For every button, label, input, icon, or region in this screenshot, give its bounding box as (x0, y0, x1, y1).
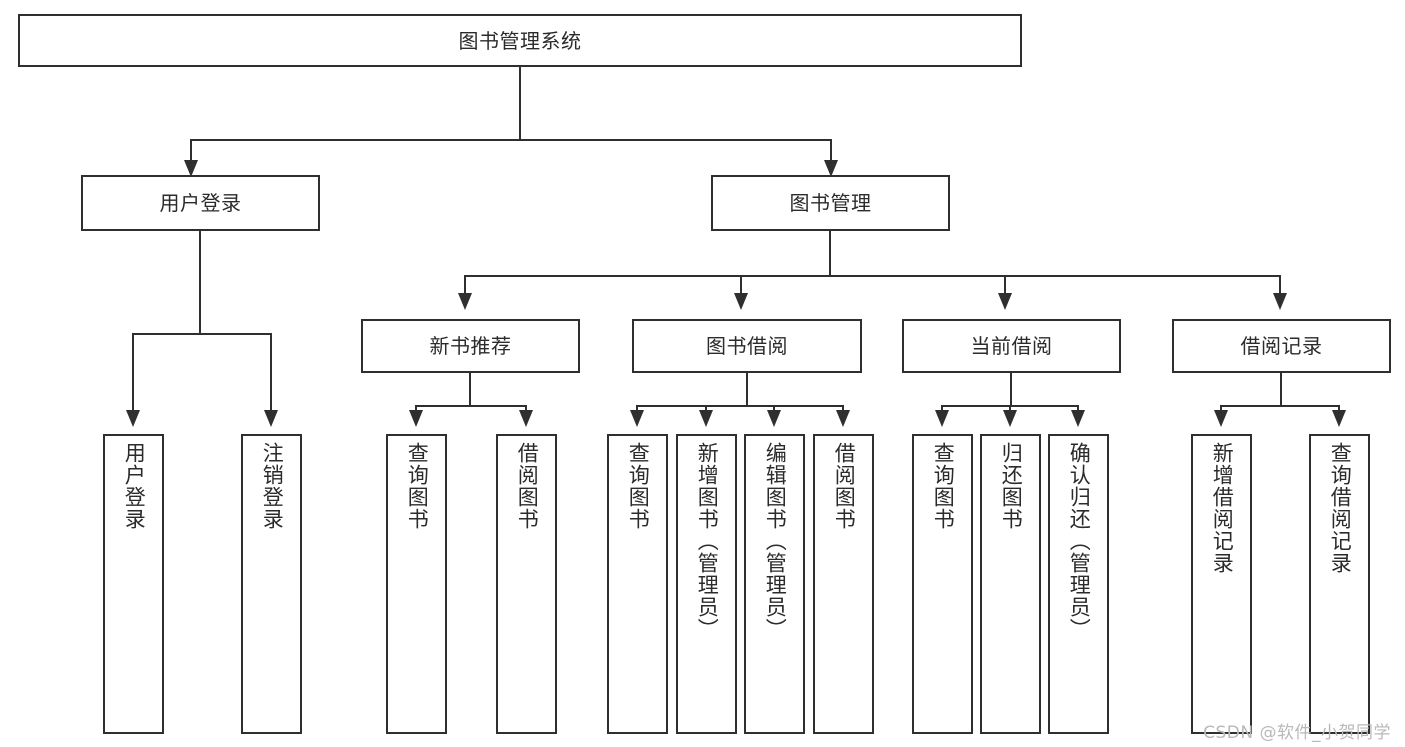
node-label: 图书借阅 (706, 334, 788, 358)
node-current-borrow[interactable]: 当前借阅 (902, 319, 1121, 373)
arrow-to-leaf-add-book (699, 410, 713, 427)
edge-borrowrecord-bus (1220, 405, 1340, 407)
edge-userlogin-drop-1 (132, 333, 134, 415)
arrow-to-leaf-return-book (1003, 410, 1017, 427)
leaf-label: 编辑图书（管理员） (763, 442, 788, 640)
leaf-label: 注销登录 (260, 442, 285, 530)
arrow-to-leaf-borrow-book-b (836, 410, 850, 427)
edge-borrowrecord-stem (1280, 373, 1282, 406)
edge-bookmanage-drop-1 (464, 275, 466, 297)
arrow-to-leaf-query-book-c (935, 410, 949, 427)
edge-userlogin-drop-2 (270, 333, 272, 415)
edge-root-stem (519, 67, 521, 140)
edge-bookmanage-drop-2 (740, 275, 742, 297)
arrow-to-new-book (458, 293, 472, 310)
leaf-label: 借阅图书 (832, 442, 857, 530)
leaf-query-book-current[interactable]: 查询图书 (912, 434, 973, 734)
edge-root-drop-1 (190, 139, 192, 164)
edge-root-drop-2 (830, 139, 832, 164)
arrow-to-leaf-confirm-return (1071, 410, 1085, 427)
edge-userlogin-bus (132, 333, 272, 335)
edge-bookmanage-drop-4 (1279, 275, 1281, 297)
leaf-edit-book-admin[interactable]: 编辑图书（管理员） (744, 434, 805, 734)
edge-bookmanage-drop-3 (1004, 275, 1006, 297)
arrow-to-user-login (184, 160, 198, 177)
leaf-borrow-book-recommend[interactable]: 借阅图书 (496, 434, 557, 734)
node-label: 用户登录 (159, 191, 242, 215)
edge-bookborrow-bus (636, 405, 844, 407)
node-label: 当前借阅 (970, 334, 1053, 358)
edge-currentborrow-stem (1010, 373, 1012, 406)
leaf-query-borrow-record[interactable]: 查询借阅记录 (1309, 434, 1370, 734)
leaf-label: 查询图书 (626, 442, 651, 530)
node-label: 借阅记录 (1240, 334, 1323, 358)
arrow-to-current-borrow (998, 293, 1012, 310)
node-book-borrow[interactable]: 图书借阅 (632, 319, 862, 373)
arrow-to-leaf-query-record (1332, 410, 1346, 427)
arrow-to-book-borrow (734, 293, 748, 310)
arrow-to-leaf-query-book-a (409, 410, 423, 427)
leaf-label: 用户登录 (122, 442, 147, 530)
edge-newbook-bus (415, 405, 527, 407)
leaf-logout[interactable]: 注销登录 (241, 434, 302, 734)
node-new-book-recommend[interactable]: 新书推荐 (361, 319, 580, 373)
node-label: 图书管理 (789, 191, 872, 215)
arrow-to-book-manage (824, 160, 838, 177)
node-borrow-record[interactable]: 借阅记录 (1172, 319, 1391, 373)
leaf-confirm-return-admin[interactable]: 确认归还（管理员） (1048, 434, 1109, 734)
arrow-to-leaf-query-book-b (630, 410, 644, 427)
leaf-return-book[interactable]: 归还图书 (980, 434, 1041, 734)
edge-userlogin-stem (199, 231, 201, 334)
leaf-borrow-book[interactable]: 借阅图书 (813, 434, 874, 734)
leaf-add-book-admin[interactable]: 新增图书（管理员） (676, 434, 737, 734)
arrow-to-leaf-add-record (1214, 410, 1228, 427)
node-label: 新书推荐 (429, 334, 512, 358)
edge-bookmanage-bus (464, 275, 1280, 277)
watermark: CSDN @软件_小贺同学 (1203, 723, 1391, 743)
leaf-label: 新增借阅记录 (1210, 442, 1235, 574)
node-book-manage[interactable]: 图书管理 (711, 175, 950, 231)
arrow-to-leaf-edit-book (767, 410, 781, 427)
leaf-label: 确认归还（管理员） (1067, 442, 1092, 640)
edge-root-bus (190, 139, 831, 141)
leaf-label: 借阅图书 (515, 442, 540, 530)
leaf-add-borrow-record[interactable]: 新增借阅记录 (1191, 434, 1252, 734)
node-label: 图书管理系统 (458, 28, 582, 53)
leaf-label: 归还图书 (999, 442, 1024, 530)
node-user-login[interactable]: 用户登录 (81, 175, 320, 231)
leaf-label: 新增图书（管理员） (695, 442, 720, 640)
leaf-user-login[interactable]: 用户登录 (103, 434, 164, 734)
leaf-query-book-borrow[interactable]: 查询图书 (607, 434, 668, 734)
edge-bookmanage-stem (829, 231, 831, 276)
arrow-to-leaf-logout (264, 410, 278, 427)
leaf-label: 查询图书 (405, 442, 430, 530)
arrow-to-leaf-user-login (126, 410, 140, 427)
node-root-system[interactable]: 图书管理系统 (18, 14, 1022, 67)
leaf-label: 查询借阅记录 (1328, 442, 1353, 574)
leaf-query-book-recommend[interactable]: 查询图书 (386, 434, 447, 734)
edge-newbook-stem (469, 373, 471, 406)
leaf-label: 查询图书 (931, 442, 956, 530)
arrow-to-borrow-record (1273, 293, 1287, 310)
edge-bookborrow-stem (746, 373, 748, 406)
arrow-to-leaf-borrow-book-a (519, 410, 533, 427)
